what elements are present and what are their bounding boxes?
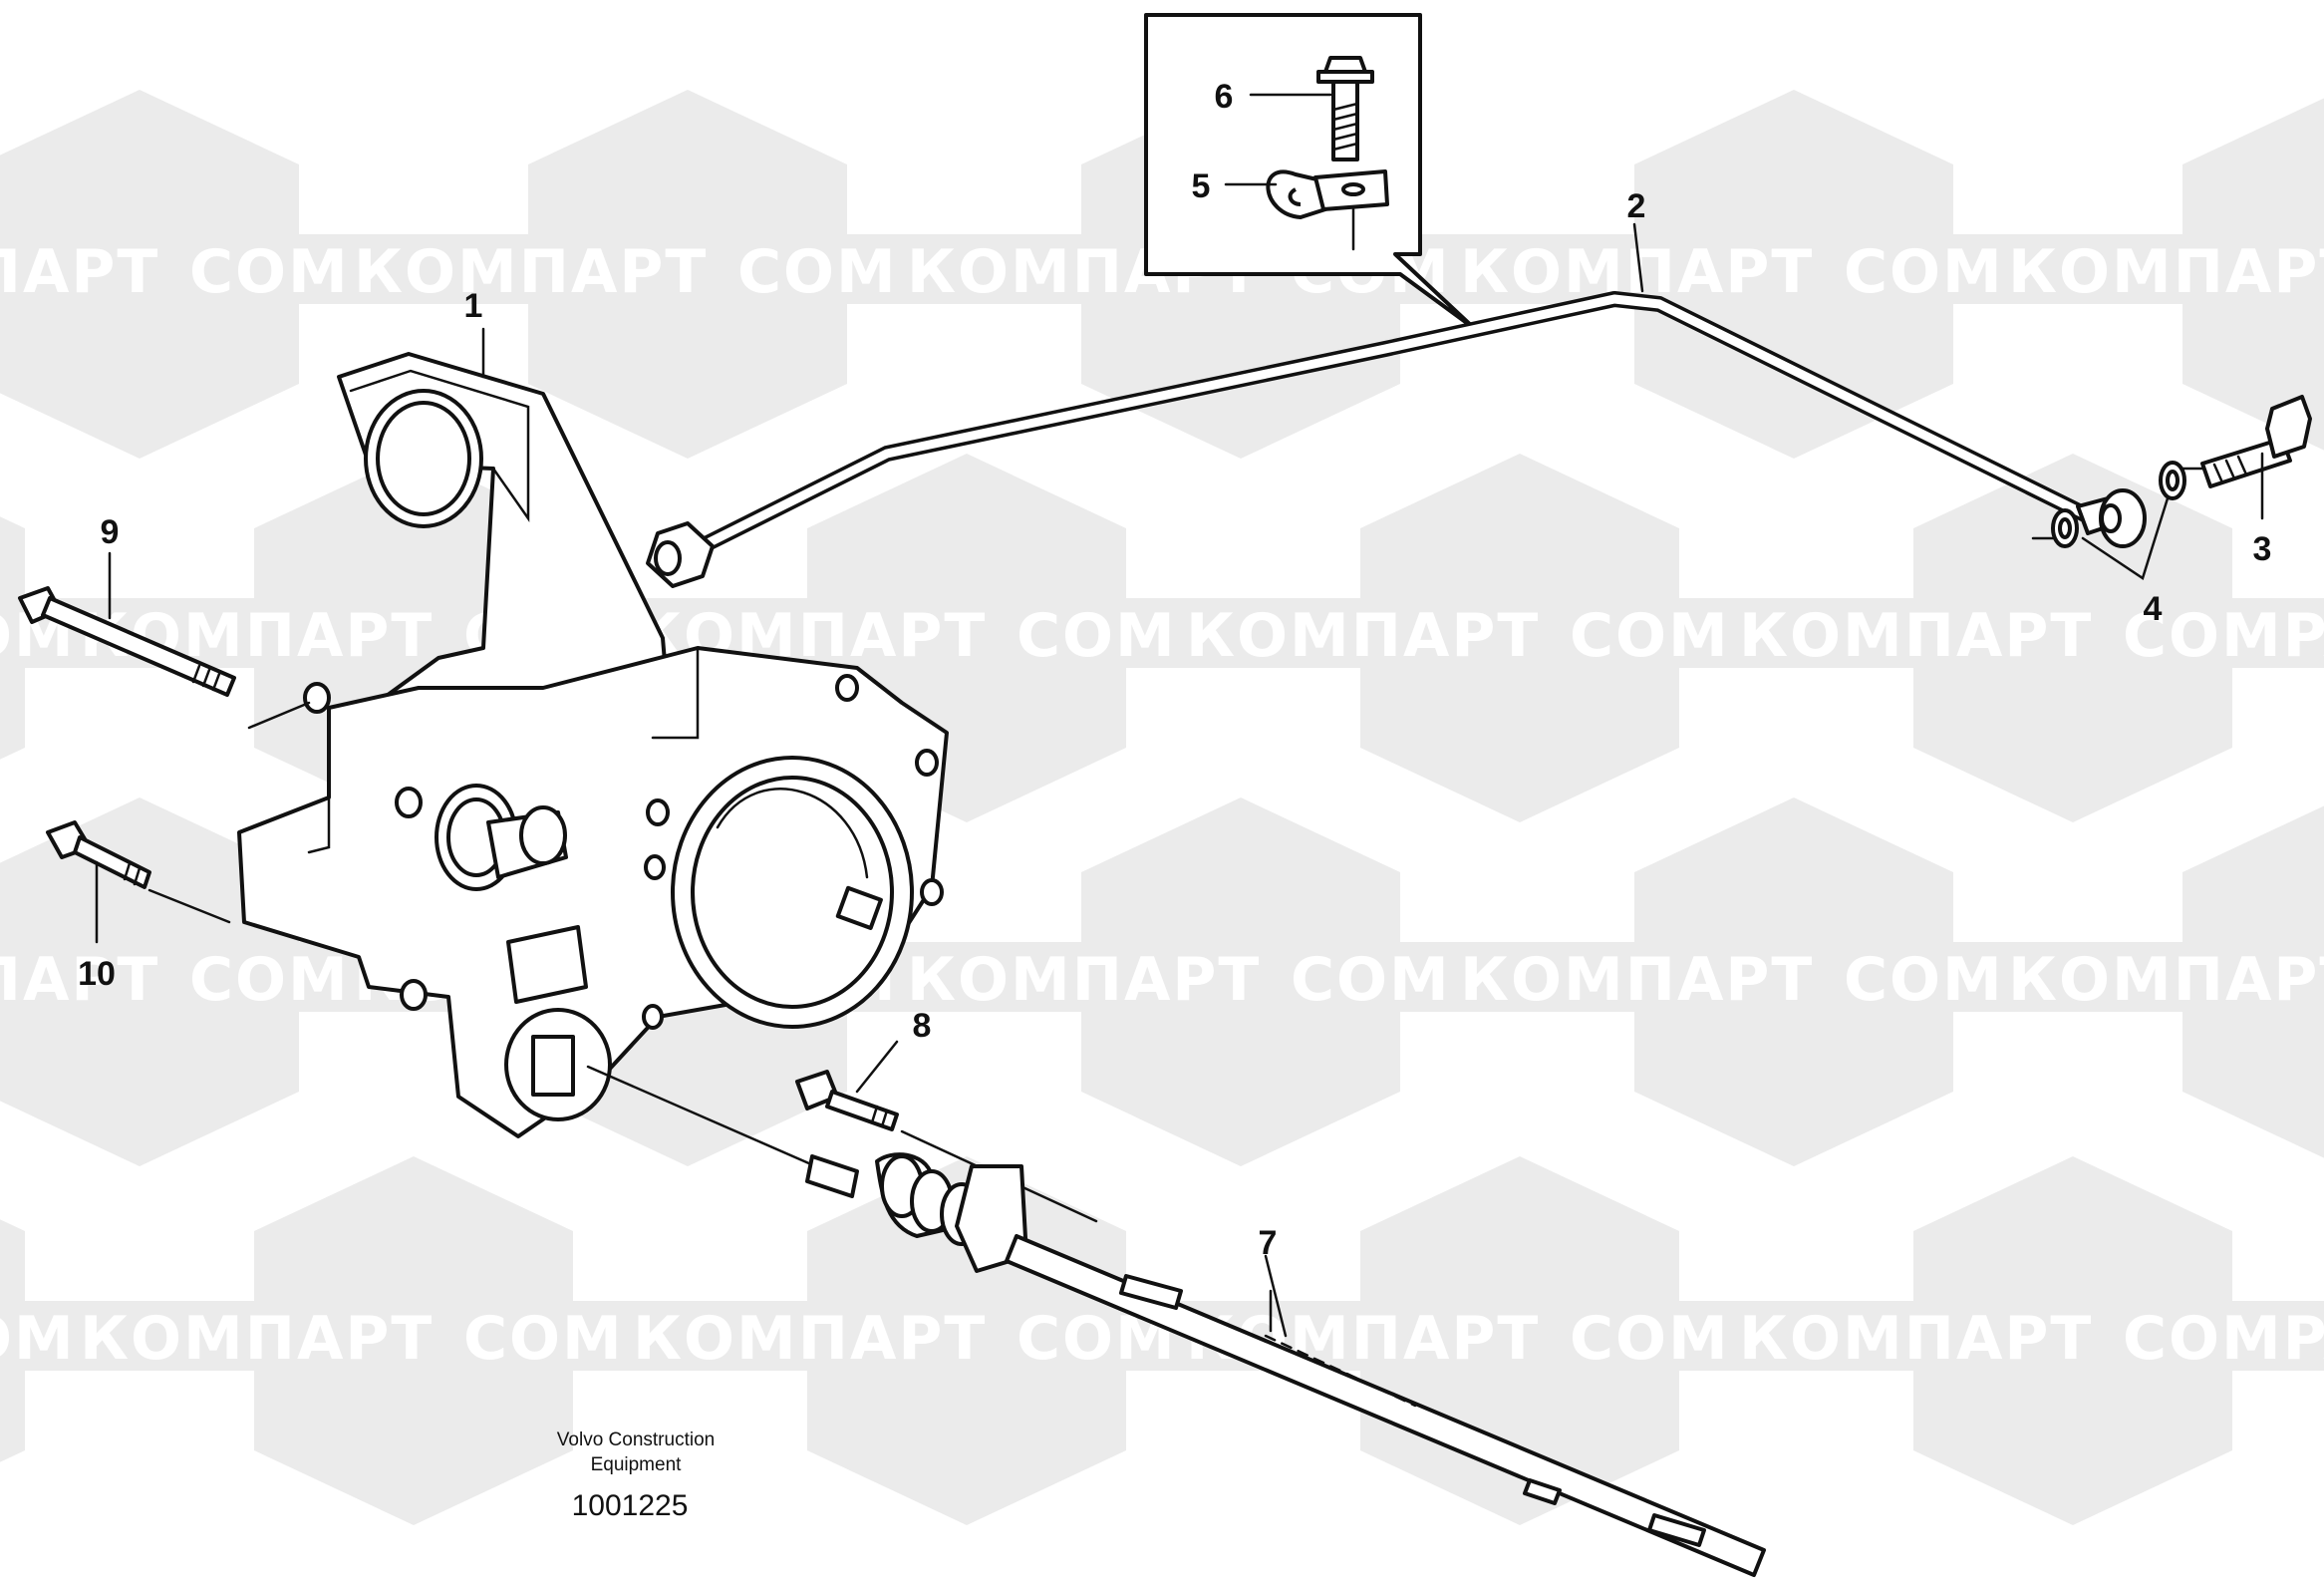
bolt-9 (18, 551, 311, 730)
watermark-band (344, 234, 633, 304)
callout-5: 5 (1192, 167, 1211, 205)
watermark-band (897, 234, 1186, 304)
throttle-shaft (586, 1065, 1766, 1577)
watermark-band (0, 942, 85, 1012)
callout-6: 6 (1215, 78, 1234, 116)
watermark-text-cyrillic: КОМПАРТ (2008, 237, 2324, 307)
watermark-hexagon (528, 90, 847, 459)
watermark-text-cyrillic: КОМПАРТ (633, 1304, 987, 1374)
callout-8: 8 (913, 1007, 932, 1045)
callout-10: 10 (78, 955, 116, 993)
watermark-hexagon (254, 1156, 573, 1525)
drawing-caption: Volvo Construction Equipment 1001225 (557, 1429, 715, 1522)
watermark-text-cyrillic: КОМПАРТ (0, 945, 159, 1015)
maker-line-1: Volvo Construction (557, 1429, 715, 1450)
detail-inset (1144, 13, 1477, 331)
watermark-band (1450, 942, 1739, 1012)
watermark-text-latin: COMPART (2123, 601, 2324, 671)
watermark-hexagon (1634, 90, 1953, 459)
watermark-band (0, 234, 85, 304)
watermark-hexagon (1913, 1156, 2232, 1525)
watermark-band (1729, 1301, 2018, 1371)
watermark-hexagon (0, 90, 299, 459)
watermark-text-cyrillic: КОМПАРТ (2008, 945, 2324, 1015)
watermark-text-cyrillic: КОМПАРТ (1739, 601, 2093, 671)
watermark-text-cyrillic: КОМПАРТ (1460, 945, 1814, 1015)
throttle-housing (237, 352, 949, 1138)
watermark-band (1450, 234, 1739, 304)
watermark-text-cyrillic: КОМПАРТ (80, 1304, 434, 1374)
watermark-hexagon (1081, 797, 1400, 1166)
watermark-band (1729, 598, 2018, 668)
watermark-band (2113, 1301, 2324, 1371)
document-number: 1001225 (572, 1489, 689, 1522)
callout-labels: 1 2 3 4 5 6 7 8 9 10 (78, 78, 2271, 1262)
callout-1: 1 (464, 287, 483, 325)
pipe-assembly (646, 222, 2312, 588)
watermark-hexagon (1360, 454, 1679, 822)
callout-4: 4 (2144, 590, 2163, 628)
watermark-text-cyrillic: КОМПАРТ (907, 945, 1261, 1015)
callout-2: 2 (1627, 187, 1646, 225)
watermark-text-cyrillic: КОМПАРТ (0, 237, 159, 307)
watermark-text-latin: COMPART (2123, 1304, 2324, 1374)
watermark-band (897, 942, 1186, 1012)
watermark-band (2113, 598, 2324, 668)
watermark-hexagon (1634, 797, 1953, 1166)
callout-9: 9 (101, 513, 120, 551)
watermark-band (623, 1301, 912, 1371)
watermark-text-cyrillic: КОМПАРТ (1186, 601, 1540, 671)
bolt-10 (46, 820, 231, 944)
watermark-band (1998, 234, 2287, 304)
watermark-text-cyrillic: КОМПАРТ (1739, 1304, 2093, 1374)
watermark-text-cyrillic: КОМПАРТ (354, 237, 708, 307)
watermark-band (1998, 942, 2287, 1012)
callout-3: 3 (2253, 530, 2272, 568)
bolt-detail (1316, 56, 1374, 161)
watermark-hexagon (0, 797, 299, 1166)
clamp-detail (1266, 169, 1389, 251)
watermark-band (1176, 598, 1465, 668)
watermark-band (70, 1301, 359, 1371)
callout-7: 7 (1259, 1224, 1278, 1262)
maker-line-2: Equipment (591, 1454, 683, 1475)
